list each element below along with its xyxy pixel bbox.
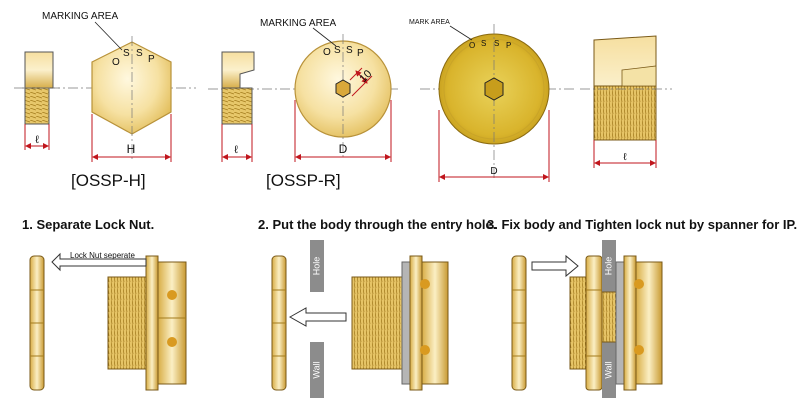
step-1-arrow-label: Lock Nut seperate <box>70 251 135 260</box>
ossp-r-leader <box>312 27 337 47</box>
step-2-thread-body <box>351 276 403 370</box>
flush-engrave-p: P <box>506 41 511 50</box>
ossp-r-hex-socket <box>335 79 351 98</box>
step-2-title: 2. Put the body through the entry hole. <box>258 217 496 232</box>
ossp-h-engrave-p: P <box>148 54 155 65</box>
ossp-h-engrave-s1: S <box>123 48 130 59</box>
ossp-r-view: ℓ 10 O S S P MARKING AREA D [OSSP-R] <box>208 18 398 190</box>
step-3-flange <box>623 255 637 391</box>
ossp-h-dim-h: H <box>127 142 136 156</box>
ossp-r-caption: [OSSP-R] <box>266 171 341 190</box>
ossp-h-dim-l: ℓ <box>35 134 39 146</box>
step-2-wall-label: Wall <box>311 361 321 378</box>
ossp-r-engrave-s1: S <box>334 45 341 56</box>
ossp-r-engrave-s2: S <box>346 45 353 56</box>
flush-groove <box>621 65 657 87</box>
flush-marking-label: MARK AREA <box>409 19 450 26</box>
step-1-illustration: Lock Nut seperate <box>29 251 187 391</box>
ossp-h-thread-side <box>24 87 50 125</box>
step-2-wall-top <box>310 240 324 292</box>
flush-engrave-s2: S <box>494 39 499 48</box>
ossp-h-marking-label: MARKING AREA <box>42 11 118 22</box>
ossp-h-head-side <box>24 51 54 89</box>
step-1-title: 1. Separate Lock Nut. <box>22 217 154 232</box>
step-1-thread-body <box>107 276 147 370</box>
step-2-flange <box>409 255 423 391</box>
ossp-r-engrave-o: O <box>323 47 331 58</box>
step-3-seal <box>615 261 625 385</box>
step-1-flange <box>145 255 159 391</box>
ossp-r-engrave-p: P <box>357 48 364 59</box>
flush-thread-side <box>593 85 657 141</box>
flush-leader <box>449 25 473 41</box>
flush-plug-view: O S S P MARK AREA D ℓ <box>409 19 672 182</box>
step-1-hex-head <box>157 261 187 385</box>
ossp-h-view: ℓ O S S P MARKING AREA H [OSSP-H] <box>14 11 196 190</box>
ossp-r-marking-label: MARKING AREA <box>260 18 336 29</box>
flush-dim-d: D <box>490 166 497 177</box>
ossp-r-thread-side <box>221 87 253 125</box>
step-3-thread-in-wall <box>601 291 617 343</box>
flush-engrave-s1: S <box>481 39 486 48</box>
ossp-h-engrave-s2: S <box>136 48 143 59</box>
step-2-seal <box>401 261 411 385</box>
ossp-r-dim-d: D <box>339 142 348 156</box>
ossp-h-engrave-o: O <box>112 57 120 68</box>
step-3-wall-top <box>602 240 616 292</box>
flush-engrave-o: O <box>469 41 475 50</box>
step-2-arrow <box>288 307 347 327</box>
ossp-h-leader <box>94 21 123 51</box>
ossp-r-head-side <box>221 51 255 89</box>
step-3-wall-bottom <box>602 342 616 398</box>
step-3-thread-body <box>569 276 587 370</box>
step-3-hole-label: Hole <box>603 257 613 276</box>
ossp-h-caption: [OSSP-H] <box>71 171 146 190</box>
step-3-lock-nut <box>585 255 603 391</box>
step-2-wall-bottom <box>310 342 324 398</box>
step-3-wall-label: Wall <box>603 361 613 378</box>
step-2-hole-label: Hole <box>311 257 321 276</box>
ossp-r-dim-l: ℓ <box>234 144 238 156</box>
step-3-arrow <box>531 254 579 278</box>
flush-hex-socket <box>484 77 504 101</box>
ossp-h-hex-face <box>91 41 172 135</box>
step-2-illustration: Hole Wall <box>271 240 449 398</box>
step-3-title: 3. Fix body and Tighten lock nut by span… <box>487 217 797 232</box>
step-3-illustration: Hole Wall <box>511 240 663 398</box>
flush-dim-l: ℓ <box>623 152 627 163</box>
step-1-arrow <box>51 252 147 272</box>
